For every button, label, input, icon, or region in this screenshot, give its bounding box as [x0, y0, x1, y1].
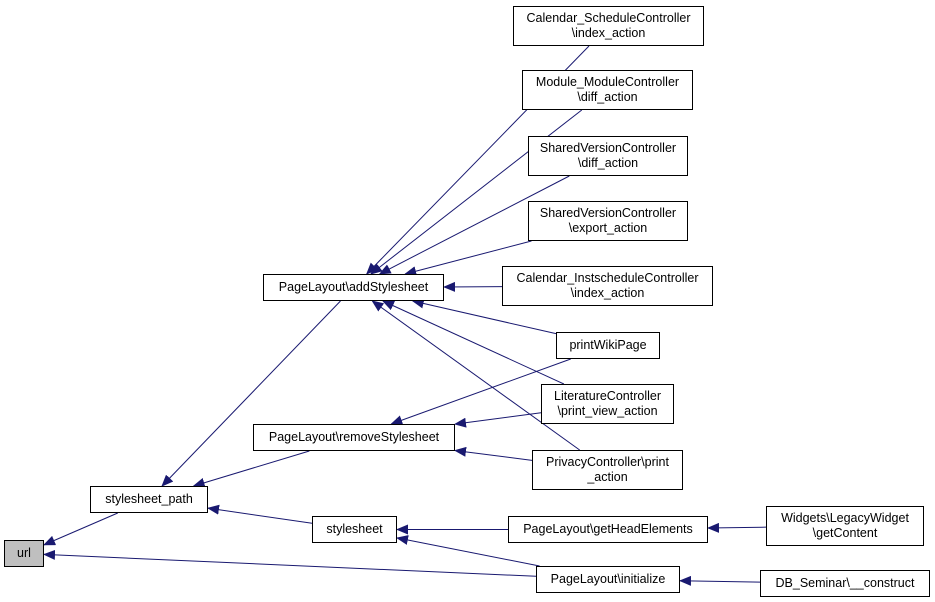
edge-initialize-to-url	[43, 549, 537, 577]
node-label-line: \export_action	[568, 221, 648, 235]
node-label-line: Widgets\LegacyWidget	[781, 511, 909, 525]
node-db-seminar-construct[interactable]: DB_Seminar\__construct	[760, 570, 930, 597]
node-label-line: stylesheet	[326, 522, 383, 536]
node-label-line: printWikiPage	[569, 338, 647, 352]
edge-initialize-to-stylesheet	[396, 535, 540, 567]
node-sharedversioncontroller-export-action[interactable]: SharedVersionController\export_action	[528, 201, 688, 241]
node-pagelayout-removestylesheet[interactable]: PageLayout\removeStylesheet	[253, 424, 455, 451]
node-label-line: stylesheet_path	[105, 492, 193, 506]
edge-module_diff-to-add_stylesheet	[370, 109, 583, 275]
node-label-line: Calendar_ScheduleController	[526, 11, 691, 25]
node-url[interactable]: url	[4, 540, 44, 567]
node-label-line: \index_action	[570, 286, 645, 300]
edge-db_seminar-to-initialize	[679, 575, 761, 586]
node-module-modulecontroller-diff-action[interactable]: Module_ModuleController\diff_action	[522, 70, 693, 110]
node-literaturecontroller-print-view-action[interactable]: LiteratureController\print_view_action	[541, 384, 674, 424]
node-label-line: SharedVersionController	[539, 141, 677, 155]
node-calendar-instschedulecontroller-index-action[interactable]: Calendar_InstscheduleController\index_ac…	[502, 266, 713, 306]
node-label-line: Calendar_InstscheduleController	[516, 271, 699, 285]
edge-print_wiki-to-remove_stylesheet	[390, 358, 571, 425]
edge-privacy_print-to-remove_stylesheet	[454, 446, 533, 461]
edge-literature_print-to-add_stylesheet	[382, 300, 565, 385]
node-pagelayout-addstylesheet[interactable]: PageLayout\addStylesheet	[263, 274, 444, 301]
edge-shared_version_export-to-add_stylesheet	[404, 240, 532, 277]
node-pagelayout-getheadelements[interactable]: PageLayout\getHeadElements	[508, 516, 708, 543]
edge-shared_version_diff-to-add_stylesheet	[378, 175, 570, 275]
edge-add_stylesheet-to-stylesheet_path	[161, 300, 341, 487]
node-stylesheet-path[interactable]: stylesheet_path	[90, 486, 208, 513]
edge-legacy_widget-to-get_head_elements	[707, 522, 767, 533]
node-label-line: PageLayout\addStylesheet	[278, 280, 429, 294]
node-label-line: \getContent	[812, 526, 878, 540]
node-printwikipage[interactable]: printWikiPage	[556, 332, 660, 359]
node-label-line: PageLayout\initialize	[550, 572, 666, 586]
edge-privacy_print-to-add_stylesheet	[371, 300, 580, 451]
node-label-line: PrivacyController\print	[546, 455, 669, 469]
edge-literature_print-to-remove_stylesheet	[454, 412, 542, 428]
node-widgets-legacywidget-getcontent[interactable]: Widgets\LegacyWidget\getContent	[766, 506, 924, 546]
node-label-line: \print_view_action	[557, 404, 658, 418]
node-label-line: DB_Seminar\__construct	[775, 576, 915, 590]
node-label-line: url	[17, 546, 31, 560]
node-label-line: SharedVersionController	[539, 206, 677, 220]
node-label-line: LiteratureController	[554, 389, 661, 403]
node-label-line: Module_ModuleController	[535, 75, 680, 89]
node-stylesheet[interactable]: stylesheet	[312, 516, 397, 543]
edge-remove_stylesheet-to-stylesheet_path	[192, 450, 310, 488]
node-sharedversioncontroller-diff-action[interactable]: SharedVersionController\diff_action	[528, 136, 688, 176]
node-label-line: \diff_action	[577, 90, 638, 104]
node-label-line: _action	[587, 470, 628, 484]
node-calendar-schedulecontroller-index-action[interactable]: Calendar_ScheduleController\index_action	[513, 6, 704, 46]
edge-print_wiki-to-add_stylesheet	[411, 298, 557, 335]
node-label-line: PageLayout\removeStylesheet	[268, 430, 440, 444]
edge-stylesheet_path-to-url	[43, 512, 118, 546]
node-privacycontroller-print-action[interactable]: PrivacyController\print_action	[532, 450, 683, 490]
edge-stylesheet-to-stylesheet_path	[207, 504, 313, 524]
node-label-line: \diff_action	[577, 156, 639, 170]
node-label-line: PageLayout\getHeadElements	[523, 522, 693, 536]
node-pagelayout-initialize[interactable]: PageLayout\initialize	[536, 566, 680, 593]
node-label-line: \index_action	[571, 26, 646, 40]
